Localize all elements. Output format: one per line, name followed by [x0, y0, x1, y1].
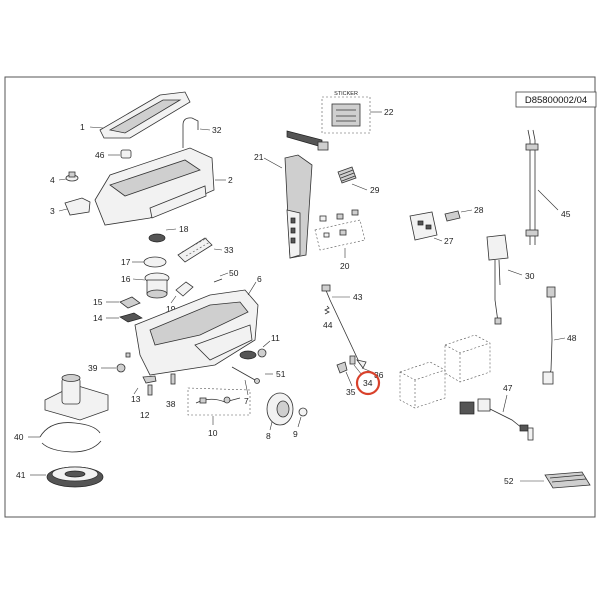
callout-35: 35: [346, 387, 356, 397]
part-8-wheel: [266, 392, 294, 426]
callout-39: 39: [88, 363, 98, 373]
battery-left: [399, 361, 446, 409]
part-51-axle: [231, 366, 260, 384]
callout-1: 1: [80, 122, 85, 132]
callout-38: 38: [166, 399, 176, 409]
callout-3: 3: [50, 206, 55, 216]
callout-50: 50: [229, 268, 239, 278]
callout-51: 51: [276, 369, 286, 379]
handle-grip: [286, 130, 329, 151]
callout-11: 11: [271, 333, 280, 343]
part-16-vacuum-motor: [144, 272, 170, 299]
document-id-box: [515, 91, 597, 108]
callout-17: 17: [121, 257, 131, 267]
part-1-top-cover: [99, 91, 191, 139]
part-17-motor-cap: [143, 256, 167, 268]
part-18-gear: [148, 233, 166, 243]
part-43-lever-rod: [321, 284, 361, 365]
callout-13: 13: [131, 394, 141, 404]
part-9-washer: [298, 407, 308, 417]
callout-43: 43: [353, 292, 363, 302]
part-39-nut: [116, 363, 126, 373]
document-id: D85800002/04: [525, 95, 587, 106]
callout-2: 2: [228, 175, 233, 185]
part-46-cap: [120, 149, 132, 159]
part-32-hose: [182, 117, 199, 148]
callout-12: 12: [140, 410, 150, 420]
callout-46: 46: [95, 150, 105, 160]
callout-48: 48: [567, 333, 577, 343]
callout-41: 41: [16, 470, 26, 480]
part-30-charger: [486, 234, 509, 325]
brush-motor-assembly: [44, 374, 109, 421]
part-47-harness: [459, 398, 534, 441]
part-50-pin: [213, 278, 223, 283]
sticker-label: STICKER: [334, 91, 358, 97]
battery-right: [444, 334, 491, 383]
part-12-bolt: [147, 384, 153, 396]
callout-22: 22: [384, 107, 394, 117]
callout-40: 40: [14, 432, 24, 442]
part-22-sticker: STICKER: [321, 91, 371, 134]
callout-33: 33: [224, 245, 234, 255]
callout-10: 10: [208, 428, 218, 438]
callout-47: 47: [503, 383, 513, 393]
part-33-filter: [177, 237, 213, 263]
part-19-duct: [175, 281, 194, 297]
callout-32: 32: [212, 125, 222, 135]
part-11-nut: [257, 348, 267, 358]
part-15-seal: [119, 296, 141, 309]
part-27-control-board: [409, 211, 438, 241]
callout-36: 36: [374, 370, 384, 380]
highlight-circle-34: [355, 370, 381, 396]
part-38-bolt: [170, 373, 176, 385]
callout-15: 15: [93, 297, 103, 307]
part-20-switch-group: [314, 209, 366, 251]
part-2-tank: [94, 147, 215, 226]
callout-21: 21: [254, 152, 264, 162]
callout-20: 20: [340, 261, 350, 271]
part-40-skirt-ring: [39, 422, 102, 453]
part-13-bracket: [142, 375, 157, 384]
callout-16: 16: [121, 274, 131, 284]
part-28-clip: [444, 210, 461, 222]
part-41-brush: [46, 466, 104, 488]
part-21-console: [284, 154, 313, 259]
callout-45: 45: [561, 209, 571, 219]
callout-34: 34: [363, 378, 373, 388]
part-14-gasket: [119, 312, 143, 323]
part-10-cable-group: [187, 387, 251, 416]
part-4-fitting: [65, 171, 79, 182]
part-3-hose: [64, 197, 91, 216]
callout-27: 27: [444, 236, 454, 246]
part-35-bracket: [336, 361, 348, 374]
part-29-grille: [337, 166, 357, 184]
callout-44: 44: [323, 320, 333, 330]
callout-18: 18: [179, 224, 189, 234]
part-34-pin: [349, 355, 356, 365]
part-52-manual: [544, 471, 591, 489]
callout-29: 29: [370, 185, 380, 195]
callout-7: 7: [244, 396, 249, 406]
screw-small: [125, 352, 131, 358]
callout-52: 52: [504, 476, 514, 486]
callout-30: 30: [525, 271, 535, 281]
diagram-frame: [4, 76, 596, 518]
callout-14: 14: [93, 313, 103, 323]
part-45-cable: [525, 129, 539, 245]
part-48-cable: [542, 286, 556, 385]
part-36-clip: [356, 359, 367, 369]
callout-4: 4: [50, 175, 55, 185]
callout-28: 28: [474, 205, 484, 215]
callout-19: 19: [166, 304, 176, 314]
callout-6: 6: [257, 274, 262, 284]
callout-8: 8: [266, 431, 271, 441]
callout-9: 9: [293, 429, 298, 439]
part-44-spring: [324, 305, 330, 315]
part-6-chassis: [134, 289, 259, 376]
